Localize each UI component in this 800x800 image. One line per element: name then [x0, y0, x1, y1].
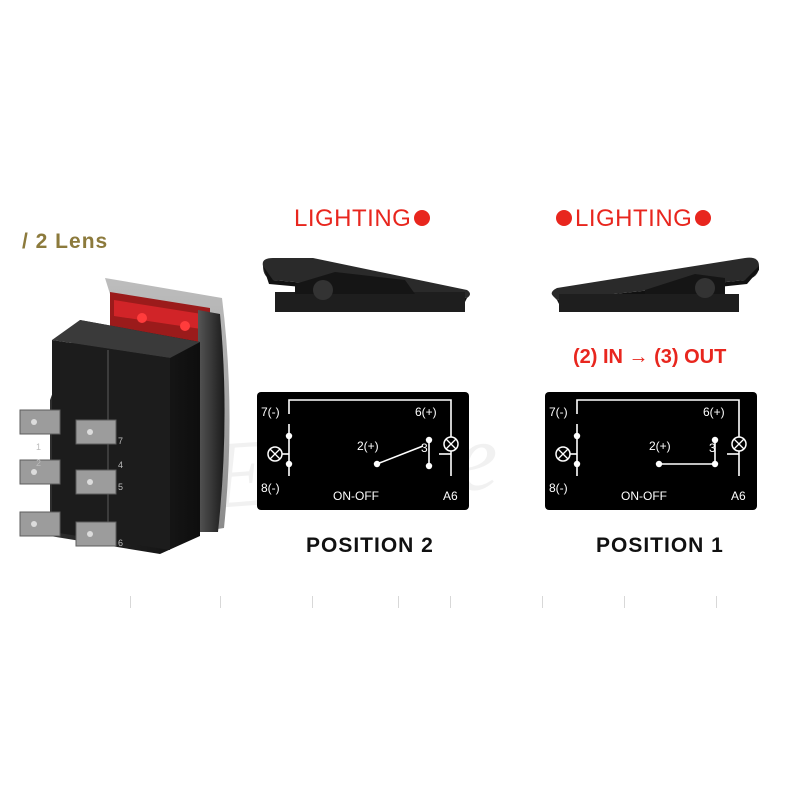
- flow-text: (2) IN → (3) OUT: [573, 346, 727, 368]
- lighting-label-position-1: LIGHTING: [553, 205, 714, 233]
- lighting-label-position-2: LIGHTING: [294, 205, 433, 233]
- model-label: A6: [731, 489, 746, 503]
- wiring-diagram-position-1: 7(-) 6(+) 8(-) A6 ON-OFF 2(+) 3: [545, 392, 757, 510]
- pin-6-label: 6(+): [415, 405, 437, 419]
- pin-2-label: 2(+): [649, 439, 671, 453]
- model-label: A6: [443, 489, 458, 503]
- switch-type-label: ON-OFF: [621, 489, 667, 503]
- red-dot-icon: [695, 209, 712, 226]
- pin-8-label: 8(-): [549, 481, 568, 495]
- terminal-4: [75, 419, 117, 445]
- tick-marks: [130, 596, 730, 610]
- lighting-text: LIGHTING: [294, 205, 412, 232]
- terminal-5: [75, 469, 117, 495]
- pin-7-label: 7(-): [261, 405, 280, 419]
- pin-label: 7: [118, 436, 123, 446]
- terminal-1: [19, 409, 61, 435]
- switch-type-label: ON-OFF: [333, 489, 379, 503]
- pin-7-label: 7(-): [549, 405, 568, 419]
- terminal-3: [19, 511, 61, 537]
- red-dot-icon: [414, 209, 431, 226]
- pin-label: 4: [118, 460, 123, 470]
- terminal-6: [75, 521, 117, 547]
- lighting-text: LIGHTING: [575, 205, 693, 232]
- pin-3-label: 3: [421, 441, 428, 455]
- pin-3-label: 3: [709, 441, 716, 455]
- rocker-switch-image: 1 2 7 4 5 6: [19, 278, 230, 554]
- wiring-diagram-position-2: 7(-) 6(+) 8(-) A6 ON-OFF 2(+) 3: [257, 392, 469, 510]
- pin-label: 6: [118, 538, 123, 548]
- lens-dot-left: [137, 313, 147, 323]
- rocker-profile-position-2: [262, 258, 470, 312]
- terminal-2: [19, 459, 61, 485]
- lens-label: / 2 Lens: [22, 230, 109, 253]
- pin-6-label: 6(+): [703, 405, 725, 419]
- pin-label: 2: [36, 458, 41, 468]
- position-1-caption: POSITION 1: [596, 534, 724, 557]
- rocker-profile-position-1: [551, 257, 759, 312]
- pin-2-label: 2(+): [357, 439, 379, 453]
- pin-label: 1: [36, 442, 41, 452]
- position-2-caption: POSITION 2: [306, 534, 434, 557]
- red-dot-icon: [556, 209, 572, 226]
- lens-dot-right: [180, 321, 190, 331]
- pin-8-label: 8(-): [261, 481, 280, 495]
- pin-label: 5: [118, 482, 123, 492]
